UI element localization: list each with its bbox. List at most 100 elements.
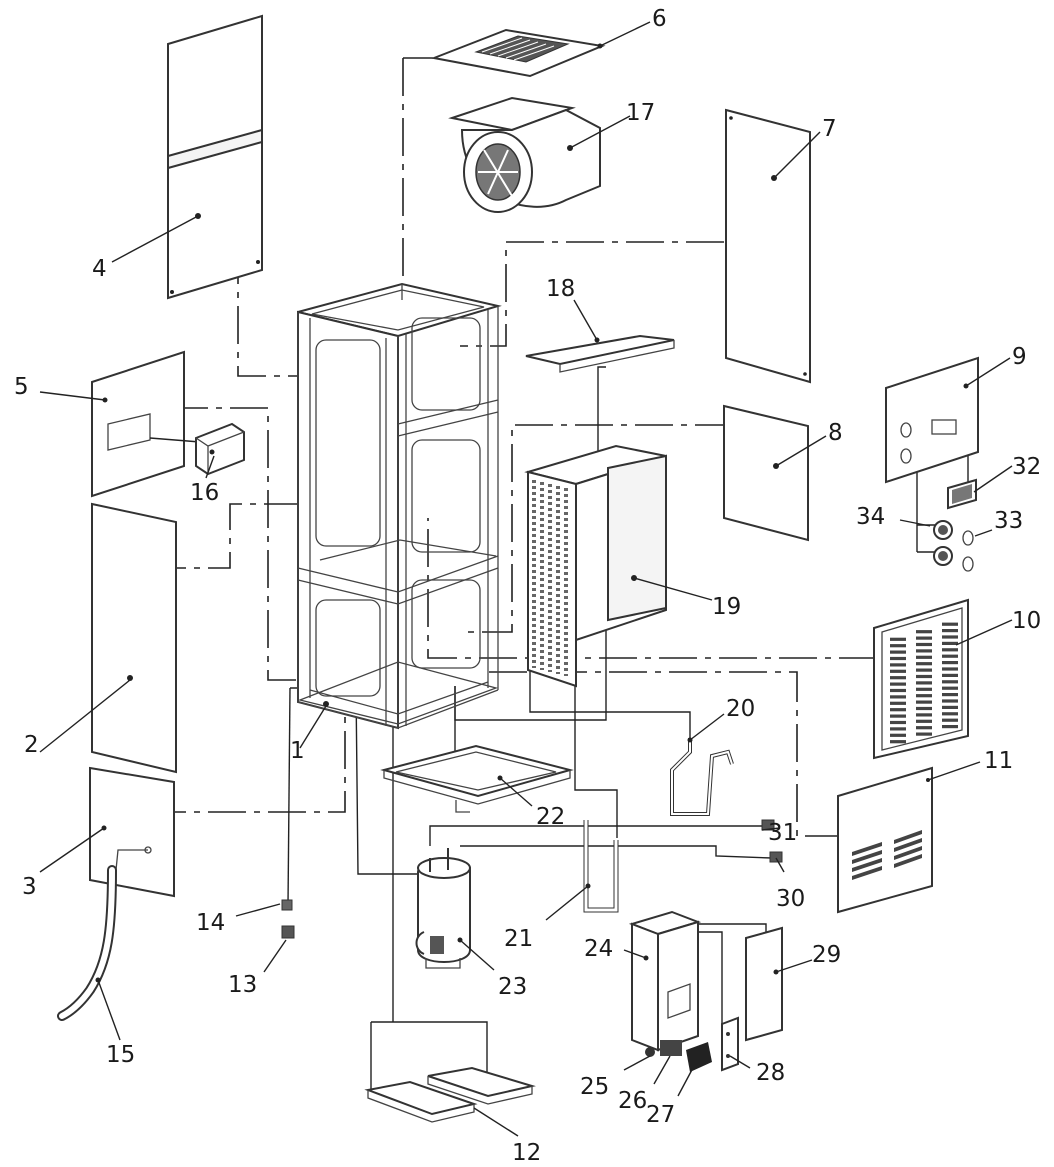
louver-slat: [942, 654, 958, 658]
connection-lines: [148, 58, 877, 837]
louver-slat: [890, 740, 906, 744]
louver-slat: [890, 650, 906, 654]
evaporator-coil: [524, 444, 667, 688]
louver-slat: [890, 701, 906, 705]
louver-slat: [916, 674, 932, 679]
louver-slat: [916, 726, 932, 730]
louver-slat: [942, 661, 958, 665]
callout-28: 28: [756, 1060, 785, 1086]
callout-22: 22: [536, 804, 565, 830]
louver-slat: [890, 714, 906, 718]
callout-32: 32: [1012, 454, 1041, 480]
base-rails: [364, 1066, 536, 1123]
callout-11: 11: [984, 748, 1013, 774]
louver-slat: [916, 713, 932, 717]
louver-slat: [942, 667, 958, 671]
louver-slat: [916, 649, 932, 653]
front-left-panel: [91, 502, 177, 774]
callout-30: 30: [776, 886, 805, 912]
louver-slat: [942, 705, 958, 709]
blower-fan: [448, 96, 601, 213]
electrical-box: [628, 910, 783, 1072]
callout-21: 21: [504, 926, 533, 952]
louver-slat: [942, 622, 958, 626]
louver-slat: [890, 720, 906, 725]
callout-10: 10: [1012, 608, 1041, 634]
louver-slat: [942, 673, 958, 677]
louver-slat: [890, 676, 906, 680]
callout-labels: 1 2 3 4 5 6 7 8 9 10 11 12 13 14 15 16 1…: [14, 6, 1041, 1166]
louver-slat: [942, 680, 958, 684]
louver-slat: [890, 727, 906, 731]
callout-1: 1: [290, 738, 305, 764]
right-tall-panel: [725, 108, 811, 384]
callout-17: 17: [626, 100, 655, 126]
callout-34: 34: [856, 504, 885, 530]
louver-slat: [890, 656, 906, 661]
louver-slat: [916, 636, 932, 640]
control-panel: [91, 350, 245, 498]
callout-14: 14: [196, 910, 225, 936]
callout-leaders: [39, 21, 1013, 1137]
louver-slat: [916, 694, 932, 698]
control-plate: [885, 356, 979, 572]
louver-slat: [942, 648, 958, 652]
louver-slat: [890, 695, 906, 699]
louver-slat: [916, 706, 932, 711]
callout-23: 23: [498, 974, 527, 1000]
louver-slat: [916, 655, 932, 659]
right-middle-panel: [723, 404, 809, 542]
louver-slat: [916, 700, 932, 704]
louver-slat: [916, 630, 932, 634]
callout-29: 29: [812, 942, 841, 968]
upper-left-panel: [167, 14, 263, 300]
louver-slat: [890, 682, 906, 686]
louver-slat: [942, 718, 958, 722]
louver-slat: [916, 732, 932, 736]
lower-left-panel: [89, 766, 175, 941]
callout-12: 12: [512, 1140, 541, 1166]
callout-33: 33: [994, 508, 1023, 534]
callout-18: 18: [546, 276, 575, 302]
louver-slat: [890, 708, 906, 712]
louver-slat: [942, 712, 958, 716]
callout-5: 5: [14, 374, 29, 400]
louver-slat: [916, 642, 932, 647]
louver-slat: [890, 644, 906, 648]
louver-slat: [890, 663, 906, 667]
drain-pan: [380, 744, 574, 813]
louver-slat: [916, 687, 932, 691]
top-grille: [430, 28, 606, 78]
louver-slat: [942, 725, 958, 729]
main-frame: [297, 282, 502, 730]
callout-15: 15: [106, 1042, 135, 1068]
louver-slat: [942, 693, 958, 697]
callout-25: 25: [580, 1074, 609, 1100]
louver-slat: [942, 635, 958, 639]
callout-24: 24: [584, 936, 613, 962]
louver-grille: [873, 598, 969, 760]
callout-16: 16: [190, 480, 219, 506]
callout-20: 20: [726, 696, 755, 722]
pipe-assembly-lower: [583, 820, 619, 913]
callout-13: 13: [228, 972, 257, 998]
louver-slat: [942, 699, 958, 703]
pipe-assembly-upper: [670, 737, 734, 816]
callout-26: 26: [618, 1088, 647, 1114]
callout-9: 9: [1012, 344, 1027, 370]
louver-slat: [942, 629, 958, 633]
louver-slat: [916, 662, 932, 666]
drain-hose: [57, 865, 117, 1021]
louver-slat: [890, 669, 906, 673]
louver-slat: [916, 719, 932, 723]
louver-slat: [916, 668, 932, 672]
callout-27: 27: [646, 1102, 675, 1128]
callout-2: 2: [24, 732, 39, 758]
callout-6: 6: [652, 6, 667, 32]
callout-8: 8: [828, 420, 843, 446]
louver-slat: [890, 733, 906, 737]
louver-slat: [916, 681, 932, 685]
louver-slat: [890, 688, 906, 693]
callout-3: 3: [22, 874, 37, 900]
